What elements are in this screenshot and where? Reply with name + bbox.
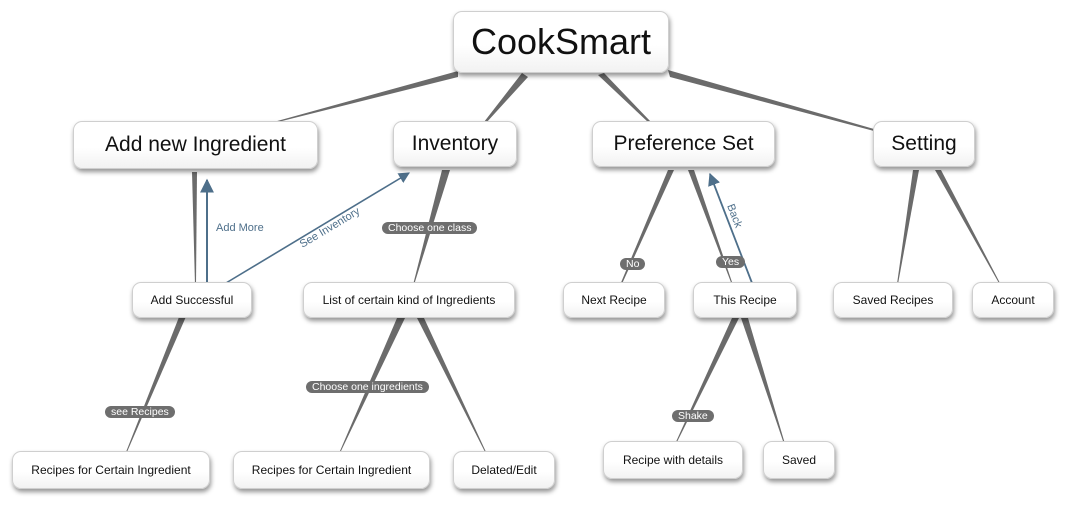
node-preference-set[interactable]: Preference Set: [592, 121, 775, 167]
node-label: This Recipe: [713, 293, 777, 307]
node-delated-edit[interactable]: Delated/Edit: [453, 451, 555, 489]
edge-label-choose-one-class: Choose one class: [382, 222, 478, 234]
node-label: Setting: [891, 132, 957, 155]
connector-list-delated-edit: [417, 318, 486, 452]
connector-root-setting: [668, 70, 874, 131]
connector-root-add-new-ingredient: [270, 71, 458, 124]
node-saved[interactable]: Saved: [763, 441, 835, 479]
edge-label-yes: Yes: [716, 256, 746, 268]
connector-add-new-ingredient-add-successful: [192, 172, 197, 285]
node-label: Delated/Edit: [471, 463, 537, 477]
node-setting[interactable]: Setting: [873, 121, 975, 167]
arrow-label-add-more: Add More: [216, 222, 264, 234]
edge-label-shake: Shake: [672, 410, 714, 422]
node-label: Recipes for Certain Ingredient: [31, 463, 191, 477]
node-recipe-with-details[interactable]: Recipe with details: [603, 441, 743, 479]
node-saved-recipes[interactable]: Saved Recipes: [833, 282, 953, 318]
connector-root-preference-set: [598, 73, 651, 123]
node-cooksmart[interactable]: CookSmart: [453, 11, 669, 73]
edge-label-see-recipes: see Recipes: [105, 406, 175, 418]
node-recipes-for-certain-ingredient-1[interactable]: Recipes for Certain Ingredient: [12, 451, 210, 489]
node-label: Saved Recipes: [852, 293, 934, 307]
node-label: List of certain kind of Ingredients: [322, 293, 496, 307]
connector-this-recipe-saved: [741, 318, 785, 444]
connector-root-inventory: [484, 73, 528, 123]
node-label: CookSmart: [470, 21, 652, 62]
node-label: Preference Set: [613, 132, 754, 155]
node-add-new-ingredient[interactable]: Add new Ingredient: [73, 121, 318, 169]
node-add-successful[interactable]: Add Successful: [132, 282, 252, 318]
node-this-recipe[interactable]: This Recipe: [693, 282, 797, 318]
arrow-see-inventory: [225, 172, 410, 284]
node-list-of-ingredients[interactable]: List of certain kind of Ingredients: [303, 282, 515, 318]
arrow-back: [708, 172, 753, 284]
connector-add-successful-recipes: [126, 312, 188, 452]
connector-this-recipe-recipe-with-details: [675, 318, 739, 444]
connector-setting-saved-recipes: [897, 170, 919, 284]
node-next-recipe[interactable]: Next Recipe: [563, 282, 665, 318]
node-label: Add Successful: [150, 293, 234, 307]
node-label: Account: [991, 293, 1035, 307]
connector-preference-set-next-recipe: [620, 170, 674, 286]
node-inventory[interactable]: Inventory: [393, 121, 517, 167]
node-label: Recipe with details: [622, 453, 724, 467]
node-label: Next Recipe: [581, 293, 647, 307]
node-recipes-for-certain-ingredient-2[interactable]: Recipes for Certain Ingredient: [233, 451, 430, 489]
node-label: Saved: [781, 453, 817, 467]
edge-label-choose-one-ingredients: Choose one ingredients: [306, 381, 429, 393]
connector-setting-account: [935, 170, 1001, 285]
node-label: Add new Ingredient: [105, 133, 286, 156]
node-label: Recipes for Certain Ingredient: [251, 463, 412, 477]
node-account[interactable]: Account: [972, 282, 1054, 318]
edge-label-no: No: [620, 258, 646, 270]
node-label: Inventory: [411, 132, 499, 155]
